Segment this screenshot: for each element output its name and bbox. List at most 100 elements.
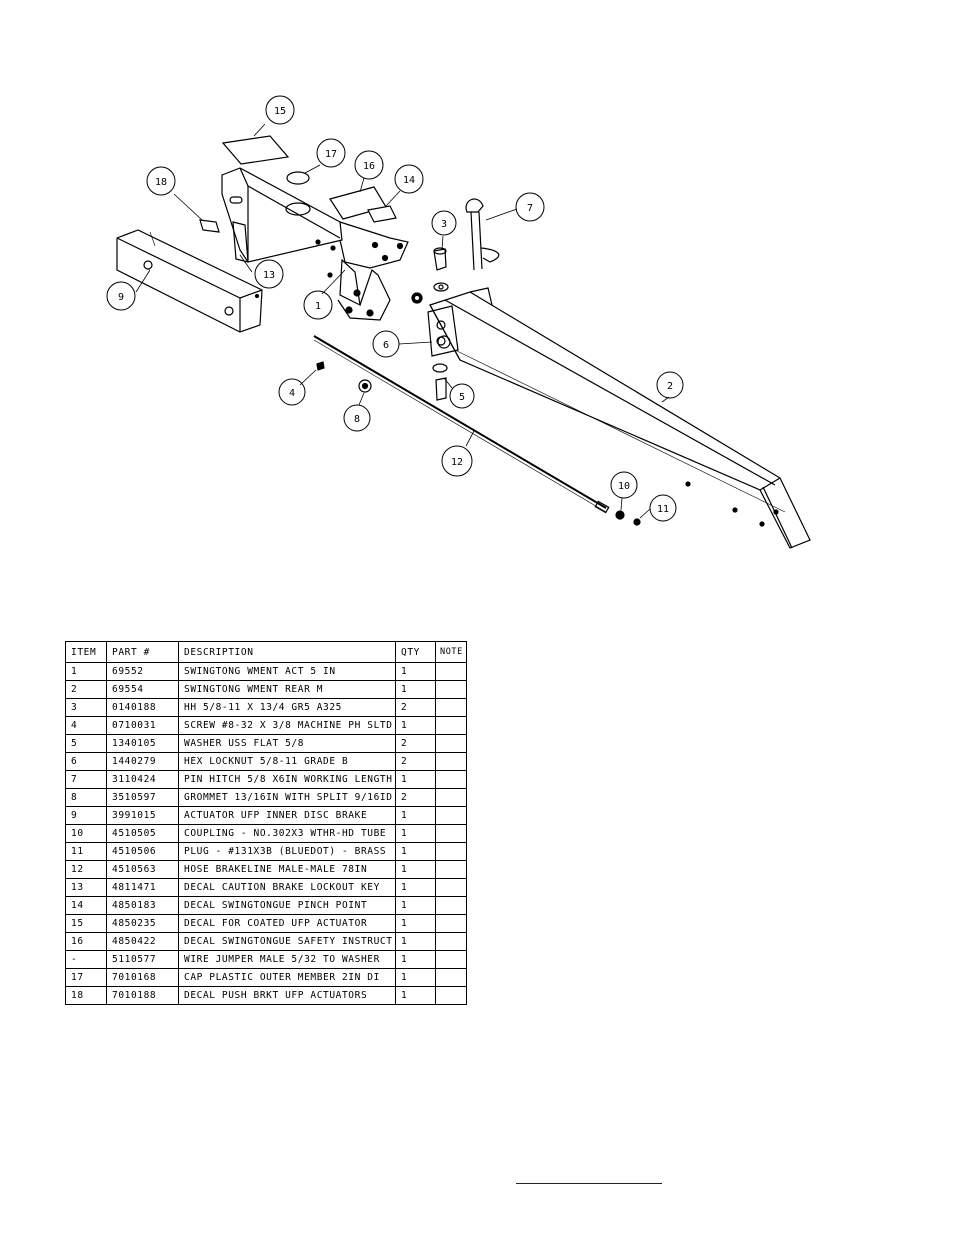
- bom-cell-qty: 1: [395, 986, 436, 1005]
- actuator-inner-tube: [116, 229, 263, 333]
- bom-cell-note: [435, 986, 467, 1005]
- bom-cell-description: CAP PLASTIC OUTER MEMBER 2IN DI: [178, 968, 396, 987]
- balloon-16: 16: [354, 150, 384, 180]
- svg-text:5: 5: [459, 392, 465, 403]
- bom-cell-qty: 1: [395, 806, 436, 825]
- bom-cell-note: [435, 734, 467, 753]
- bom-cell-item: 2: [65, 680, 107, 699]
- svg-text:11: 11: [657, 504, 669, 515]
- balloon-18: 18: [146, 166, 176, 196]
- balloon-11: 11: [649, 494, 677, 522]
- bom-cell-note: [435, 698, 467, 717]
- bom-cell-note: [435, 968, 467, 987]
- bom-cell-note: [435, 878, 467, 897]
- bom-cell-qty: 1: [395, 860, 436, 879]
- balloon-14: 14: [394, 164, 424, 194]
- bom-cell-note: [435, 806, 467, 825]
- bom-cell-qty: 1: [395, 842, 436, 861]
- bom-cell-qty: 2: [395, 698, 436, 717]
- balloon-9: 9: [106, 281, 136, 311]
- bom-cell-item: -: [65, 950, 107, 969]
- bom-cell-part: 7010188: [106, 986, 179, 1005]
- bom-cell-part: 3110424: [106, 770, 179, 789]
- bom-cell-description: DECAL PUSH BRKT UFP ACTUATORS: [178, 986, 396, 1005]
- bom-cell-part: 4850235: [106, 914, 179, 933]
- bom-cell-item: 11: [65, 842, 107, 861]
- balloon-8: 8: [343, 404, 371, 432]
- svg-text:6: 6: [383, 340, 389, 351]
- bom-cell-item: 8: [65, 788, 107, 807]
- bom-cell-part: 4811471: [106, 878, 179, 897]
- balloon-4: 4: [278, 378, 306, 406]
- bom-cell-item: 7: [65, 770, 107, 789]
- bom-cell-item: 17: [65, 968, 107, 987]
- bom-cell-item: 12: [65, 860, 107, 879]
- bom-cell-part: 0140188: [106, 698, 179, 717]
- bom-cell-note: [435, 662, 467, 681]
- svg-text:8: 8: [354, 414, 360, 425]
- svg-text:18: 18: [155, 177, 167, 188]
- bom-cell-description: SWINGTONG WMENT ACT 5 IN: [178, 662, 396, 681]
- bom-header-qty: QTY: [395, 641, 436, 663]
- bom-cell-item: 10: [65, 824, 107, 843]
- bom-cell-qty: 2: [395, 734, 436, 753]
- bom-cell-note: [435, 914, 467, 933]
- bom-cell-note: [435, 770, 467, 789]
- bom-cell-note: [435, 716, 467, 735]
- bom-cell-note: [435, 842, 467, 861]
- svg-text:7: 7: [527, 203, 533, 214]
- balloon-1: 1: [303, 290, 333, 320]
- balloon-5: 5: [449, 383, 475, 409]
- bom-cell-item: 16: [65, 932, 107, 951]
- bom-cell-item: 9: [65, 806, 107, 825]
- svg-text:3: 3: [441, 219, 447, 230]
- bom-cell-description: PIN HITCH 5/8 X6IN WORKING LENGTH: [178, 770, 396, 789]
- svg-text:17: 17: [325, 149, 337, 160]
- bom-cell-description: DECAL SWINGTONGUE SAFETY INSTRUCT: [178, 932, 396, 951]
- bom-cell-note: [435, 824, 467, 843]
- bom-cell-note: [435, 752, 467, 771]
- bom-cell-description: GROMMET 13/16IN WITH SPLIT 9/16ID: [178, 788, 396, 807]
- svg-text:1: 1: [315, 301, 321, 312]
- bom-header-note: NOTE: [435, 641, 467, 663]
- bom-header-row: ITEM PART # DESCRIPTION QTY NOTE: [65, 641, 467, 663]
- bom-cell-note: [435, 788, 467, 807]
- bom-cell-description: WASHER USS FLAT 5/8: [178, 734, 396, 753]
- bom-cell-qty: 1: [395, 896, 436, 915]
- bom-cell-note: [435, 950, 467, 969]
- bom-cell-item: 6: [65, 752, 107, 771]
- bom-cell-description: PLUG - #131X3B (BLUEDOT) - BRASS: [178, 842, 396, 861]
- bom-cell-item: 15: [65, 914, 107, 933]
- bom-cell-note: [435, 860, 467, 879]
- balloon-17: 17: [316, 138, 346, 168]
- bom-cell-qty: 1: [395, 716, 436, 735]
- bom-cell-qty: 1: [395, 914, 436, 933]
- bom-cell-part: 3991015: [106, 806, 179, 825]
- bom-cell-qty: 1: [395, 824, 436, 843]
- hardware: [313, 198, 641, 526]
- bom-cell-part: 1440279: [106, 752, 179, 771]
- bom-cell-part: 4510563: [106, 860, 179, 879]
- item-balloons: 15 17 16 14 18 13 1 9 3 7 6 4 8 5 2 12 1…: [106, 95, 684, 522]
- bom-cell-qty: 1: [395, 950, 436, 969]
- bom-cell-description: DECAL FOR COATED UFP ACTUATOR: [178, 914, 396, 933]
- decals-and-cap: [199, 135, 397, 263]
- bom-cell-qty: 1: [395, 662, 436, 681]
- footer-link[interactable]: [516, 1171, 662, 1184]
- bom-cell-qty: 2: [395, 752, 436, 771]
- bom-cell-qty: 1: [395, 770, 436, 789]
